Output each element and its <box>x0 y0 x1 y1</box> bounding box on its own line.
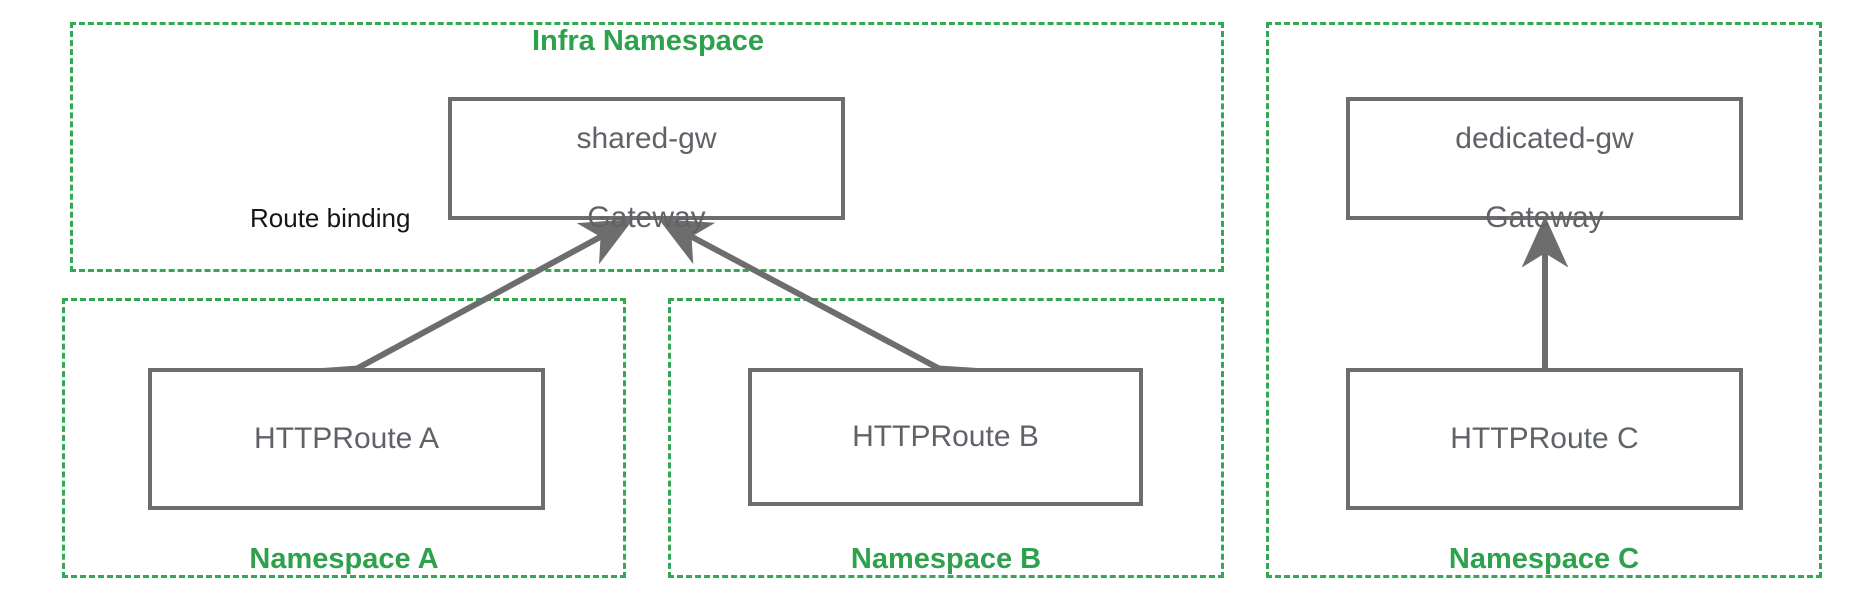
namespace-label-infra: Infra Namespace <box>531 25 765 57</box>
node-shared-gw-gateway-line2: Gateway <box>587 201 706 235</box>
node-dedicated-gw-gateway-line2: Gateway <box>1485 201 1604 235</box>
namespace-box-infra <box>70 22 1224 272</box>
node-httproute-a-label: HTTPRoute A <box>253 422 440 456</box>
namespace-box-c <box>1266 22 1822 578</box>
node-shared-gw-gateway[interactable]: shared-gw Gateway <box>448 97 845 234</box>
node-shared-gw-gateway-line1: shared-gw <box>576 121 717 155</box>
node-dedicated-gw-gateway-label: dedicated-gw Gateway <box>1455 79 1633 239</box>
edge-label-route-binding: Route binding <box>250 203 411 233</box>
node-dedicated-gw-gateway[interactable]: dedicated-gw Gateway <box>1346 97 1743 234</box>
node-shared-gw-gateway-label: shared-gw Gateway <box>576 79 716 239</box>
namespace-label-c: Namespace C <box>1448 543 1640 575</box>
namespace-label-a: Namespace A <box>249 543 439 575</box>
node-httproute-a[interactable]: HTTPRoute A <box>148 368 545 510</box>
node-httproute-c-label: HTTPRoute C <box>1450 422 1639 456</box>
node-httproute-b[interactable]: HTTPRoute B <box>748 368 1143 506</box>
node-httproute-c[interactable]: HTTPRoute C <box>1346 368 1743 510</box>
node-dedicated-gw-gateway-line1: dedicated-gw <box>1455 121 1634 155</box>
namespace-label-b: Namespace B <box>850 543 1042 575</box>
node-httproute-b-label: HTTPRoute B <box>852 420 1039 454</box>
